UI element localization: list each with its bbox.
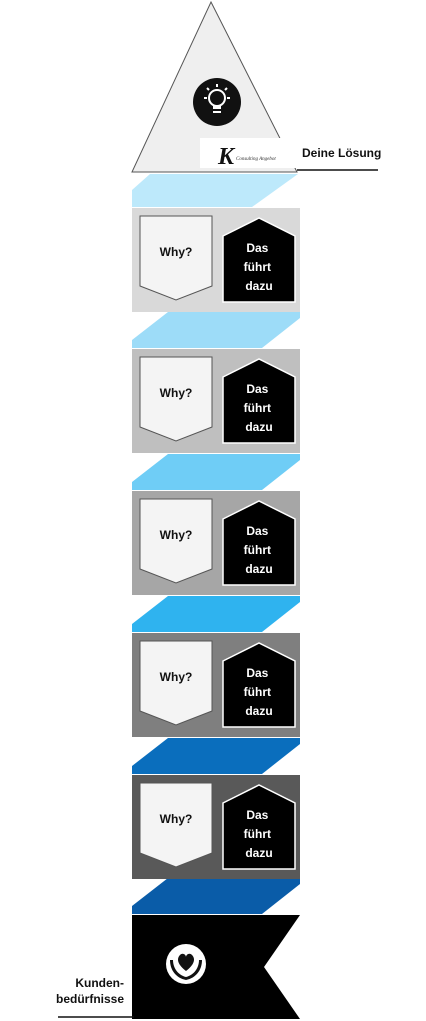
why-shield	[139, 782, 213, 868]
logo-letter: K	[217, 144, 236, 170]
result-line-1: Das	[246, 808, 268, 822]
result-line-2: führt	[244, 685, 271, 699]
hands-heart-icon	[166, 944, 206, 984]
result-text: Das führt dazu	[244, 666, 275, 718]
result-line-2: führt	[244, 827, 271, 841]
result-line-2: führt	[244, 543, 271, 557]
result-line-1: Das	[246, 241, 268, 255]
level-panel-3: Why? Das führt dazu	[132, 491, 300, 595]
level-panel-4: Why? Das führt dazu	[132, 633, 300, 737]
connector-band-3	[132, 454, 300, 490]
result-text: Das führt dazu	[244, 808, 275, 860]
result-line-3: dazu	[245, 420, 272, 434]
connector-band-5	[132, 738, 300, 774]
why-text: Why?	[160, 670, 193, 684]
logo-box	[200, 138, 296, 168]
result-line-3: dazu	[245, 562, 272, 576]
result-line-3: dazu	[245, 846, 272, 860]
result-line-3: dazu	[245, 704, 272, 718]
why-shield	[139, 498, 213, 584]
connector-band-4	[132, 596, 300, 632]
why-text: Why?	[160, 386, 193, 400]
why-text: Why?	[160, 812, 193, 826]
result-text: Das führt dazu	[244, 241, 275, 293]
result-text: Das führt dazu	[244, 382, 275, 434]
level-panel-1: Why? Das führt dazu	[132, 208, 300, 312]
needs-flag	[132, 915, 300, 1019]
needs-label-line-1: Kunden-	[75, 976, 124, 990]
result-text: Das führt dazu	[244, 524, 275, 576]
result-line-2: führt	[244, 260, 271, 274]
solution-label: Deine Lösung	[302, 146, 381, 160]
level-panel-5: Why? Das führt dazu	[132, 775, 300, 879]
needs-label-line-2: bedürfnisse	[56, 992, 124, 1006]
why-text: Why?	[160, 245, 193, 259]
result-pentagon	[222, 500, 296, 586]
result-pentagon	[222, 358, 296, 444]
result-line-1: Das	[246, 666, 268, 680]
result-pentagon	[222, 217, 296, 303]
connector-band-2	[132, 312, 300, 348]
connector-band-1	[132, 174, 298, 207]
result-pentagon	[222, 784, 296, 870]
why-shield	[139, 215, 213, 301]
lightbulb-icon	[193, 78, 241, 126]
why-shield	[139, 640, 213, 726]
logo-tagline: Consulting Angebot	[236, 157, 276, 162]
connector-band-6	[132, 878, 300, 914]
result-line-2: führt	[244, 401, 271, 415]
why-text: Why?	[160, 528, 193, 542]
result-line-3: dazu	[245, 279, 272, 293]
result-line-1: Das	[246, 382, 268, 396]
level-panel-2: Why? Das führt dazu	[132, 349, 300, 453]
why-shield	[139, 356, 213, 442]
result-pentagon	[222, 642, 296, 728]
result-line-1: Das	[246, 524, 268, 538]
